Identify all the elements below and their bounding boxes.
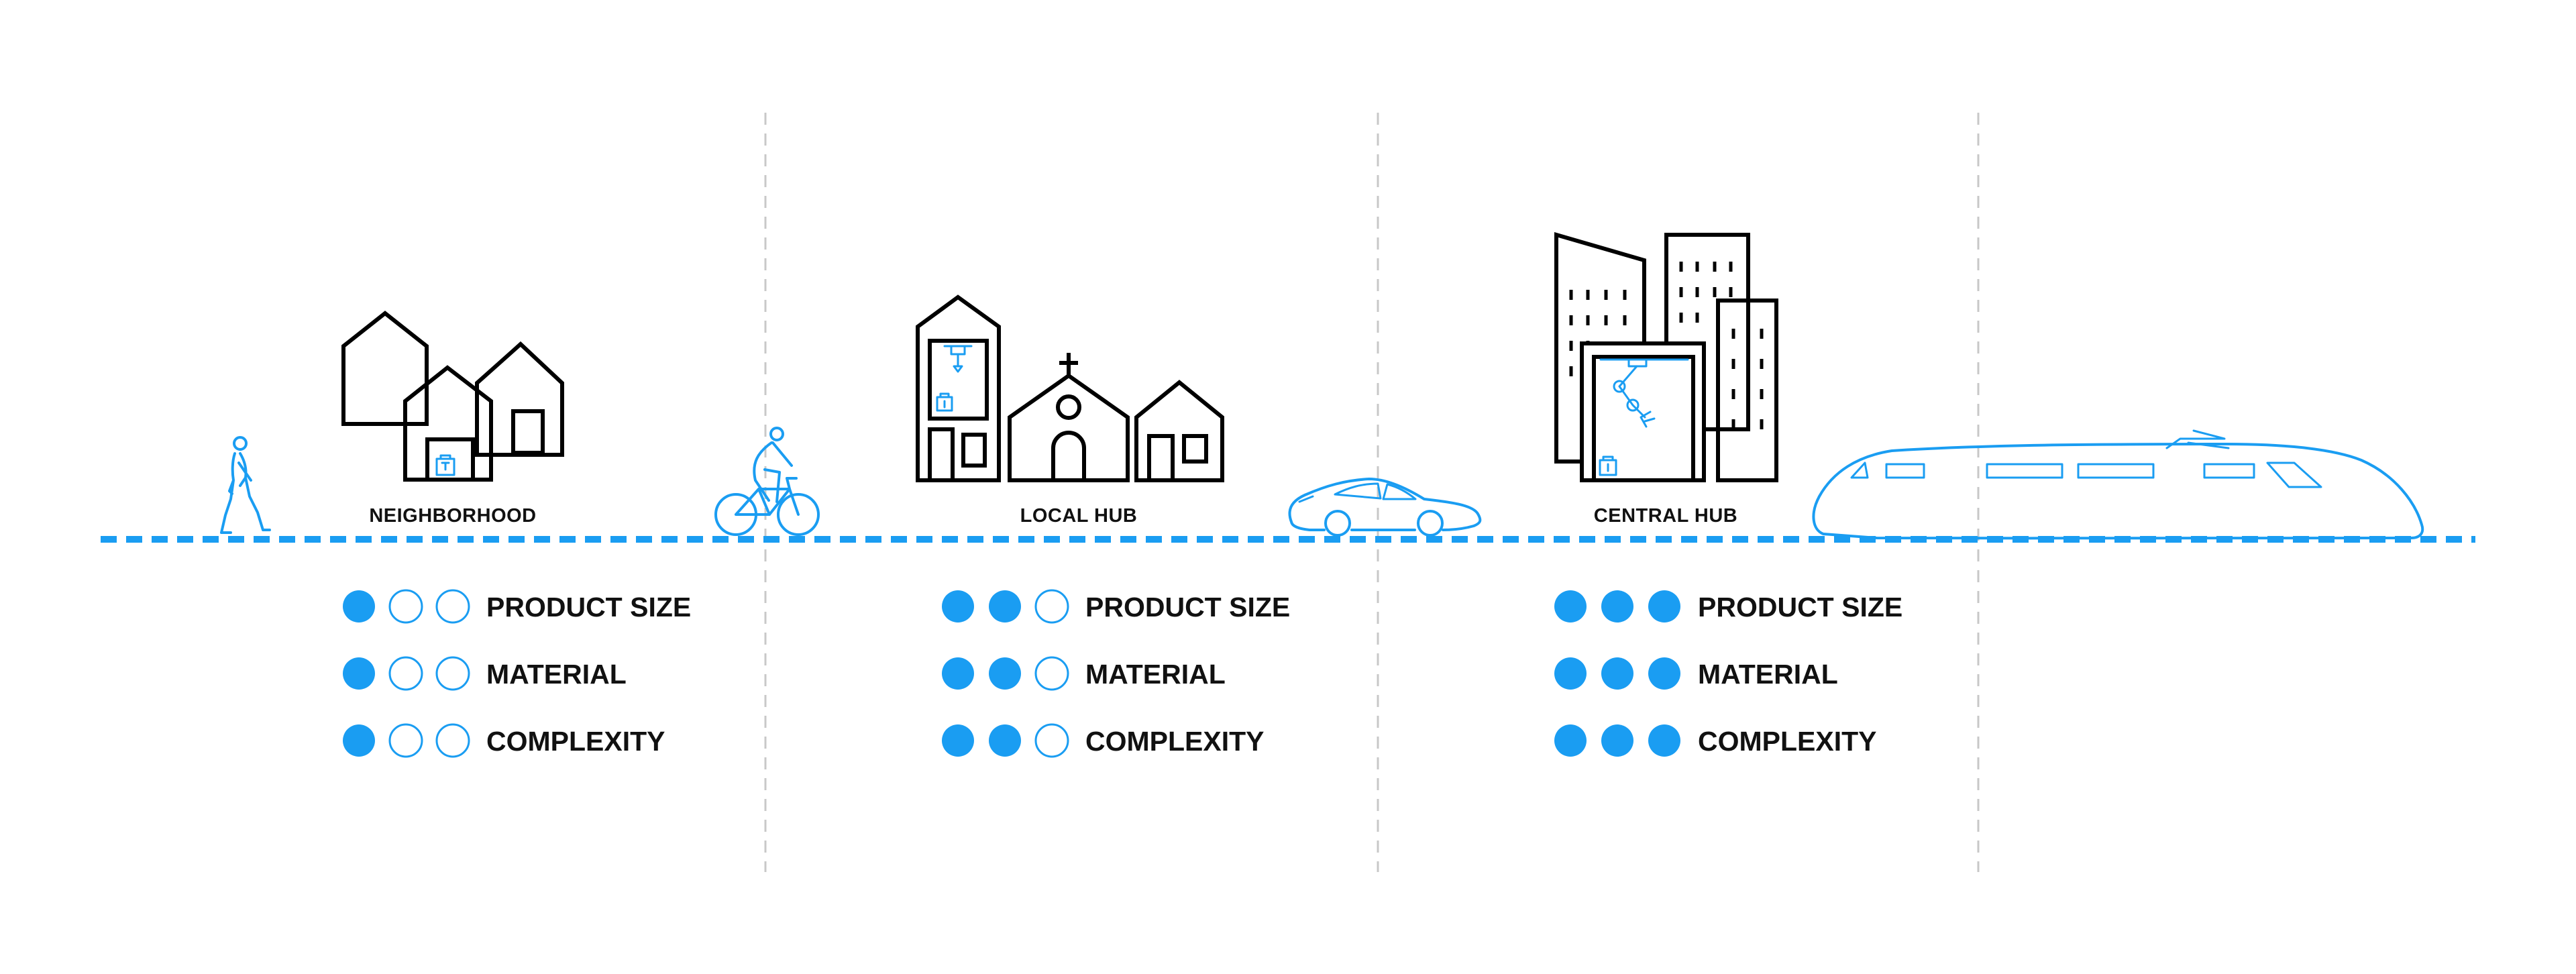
rating-label: COMPLEXITY [1085, 726, 1265, 757]
rating-label: COMPLEXITY [1698, 726, 1877, 757]
package-icon [435, 454, 455, 476]
rating-row: MATERIAL [343, 656, 627, 691]
rating-label: COMPLEXITY [486, 726, 665, 757]
rating-label: PRODUCT SIZE [1085, 592, 1290, 623]
bicycle-icon [714, 427, 820, 536]
package-icon [1599, 455, 1617, 476]
rating-label: MATERIAL [1085, 659, 1226, 690]
rating-dot-filled [942, 724, 974, 757]
rating-label: MATERIAL [1698, 659, 1838, 690]
rating-dot-empty [388, 589, 423, 624]
rating-dot-filled [1601, 657, 1633, 690]
rating-dot-empty [435, 656, 470, 691]
rating-dot-filled [1648, 724, 1680, 757]
rating-dot-filled [1648, 590, 1680, 623]
rating-row: COMPLEXITY [942, 723, 1265, 758]
rating-dot-empty [435, 589, 470, 624]
rating-dot-filled [1601, 590, 1633, 623]
rating-dot-filled [989, 657, 1021, 690]
rating-row: COMPLEXITY [343, 723, 665, 758]
rating-dot-filled [343, 657, 375, 690]
rating-dot-filled [1554, 590, 1587, 623]
rating-dot-filled [942, 657, 974, 690]
car-icon [1288, 478, 1482, 537]
rating-dot-empty [388, 656, 423, 691]
rating-row: PRODUCT SIZE [942, 589, 1290, 624]
rating-row: PRODUCT SIZE [343, 589, 691, 624]
rating-dot-filled [343, 724, 375, 757]
rating-dot-filled [1648, 657, 1680, 690]
rating-dot-empty [1034, 656, 1069, 691]
rating-row: MATERIAL [942, 656, 1226, 691]
rating-dot-empty [435, 723, 470, 758]
rating-dot-filled [942, 590, 974, 623]
rating-dot-filled [1601, 724, 1633, 757]
rating-label: PRODUCT SIZE [486, 592, 691, 623]
rating-row: MATERIAL [1554, 657, 1838, 690]
package-icon [936, 392, 953, 412]
neighborhood-houses-icon [341, 311, 564, 482]
hub-label-neighborhood: NEIGHBORHOOD [369, 505, 536, 527]
rating-dot-empty [1034, 723, 1069, 758]
ratings-group: PRODUCT SIZE MATERIAL COMPLEXITY PRODUCT SI… [343, 589, 1902, 758]
rating-dot-filled [343, 590, 375, 623]
local-hub-buildings-icon [916, 294, 1224, 482]
rating-dot-filled [989, 724, 1021, 757]
printer-3d-icon [943, 345, 973, 373]
rating-dot-empty [1034, 589, 1069, 624]
rating-label: PRODUCT SIZE [1698, 592, 1902, 623]
pedestrian-icon [220, 436, 271, 534]
rating-dot-empty [388, 723, 423, 758]
rating-dot-filled [1554, 724, 1587, 757]
train-icon [1812, 429, 2424, 540]
rating-label: MATERIAL [486, 659, 627, 690]
central-hub-buildings-icon [1554, 232, 1778, 482]
hub-label-central-hub: CENTRAL HUB [1594, 505, 1737, 527]
rating-row: PRODUCT SIZE [1554, 590, 1902, 623]
rating-row: COMPLEXITY [1554, 724, 1877, 757]
rating-dot-filled [989, 590, 1021, 623]
robot-arm-icon [1599, 358, 1689, 428]
rating-dot-filled [1554, 657, 1587, 690]
hub-label-local-hub: LOCAL HUB [1020, 505, 1138, 527]
